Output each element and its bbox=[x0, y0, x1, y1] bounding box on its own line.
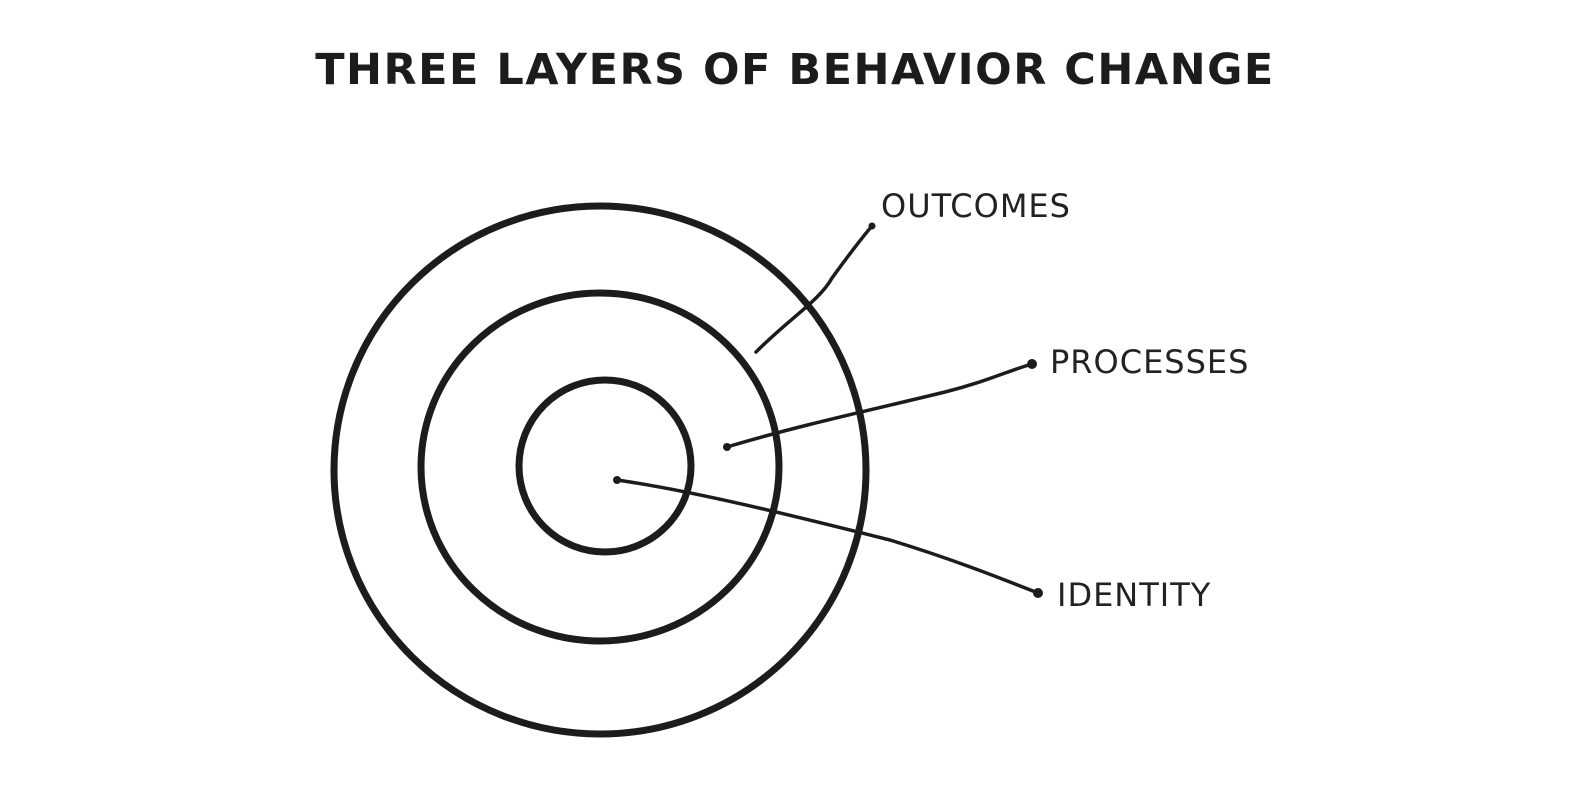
identity-ring bbox=[515, 376, 695, 556]
processes-leader-dot bbox=[1027, 359, 1037, 369]
identity-leader-start-dot bbox=[613, 476, 621, 484]
outcomes-label: OUTCOMES bbox=[881, 187, 1071, 225]
processes-leader-line bbox=[725, 362, 1034, 449]
identity-leader-dot bbox=[1033, 588, 1043, 598]
processes-ring bbox=[417, 289, 783, 645]
processes-label: PROCESSES bbox=[1050, 343, 1249, 381]
processes-leader-start-dot bbox=[723, 443, 731, 451]
outcomes-leader-line bbox=[754, 224, 874, 354]
outcomes-ring bbox=[330, 202, 870, 738]
identity-leader-line bbox=[615, 478, 1040, 595]
diagram-title: THREE LAYERS OF BEHAVIOR CHANGE bbox=[315, 45, 1275, 95]
identity-label: IDENTITY bbox=[1057, 576, 1211, 614]
outcomes-leader-dot bbox=[868, 222, 876, 230]
